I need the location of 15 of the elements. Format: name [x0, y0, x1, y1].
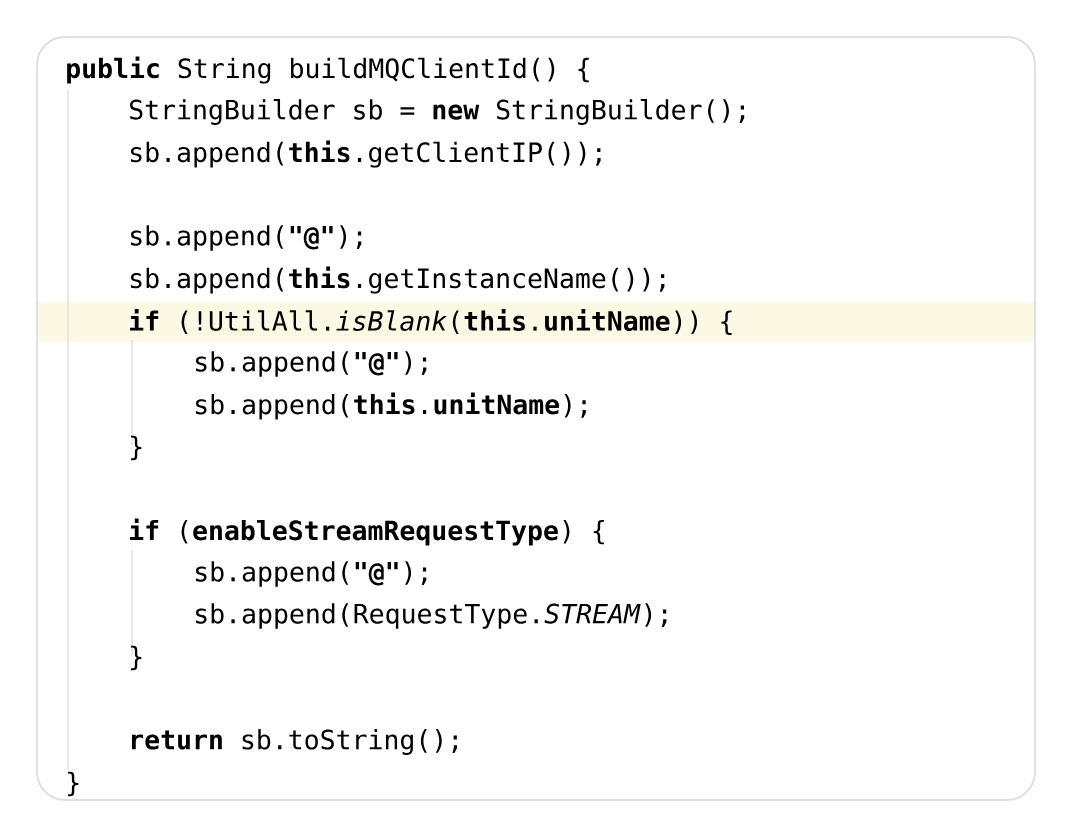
code-line: StringBuilder sb = new StringBuilder();: [130, 99, 745, 125]
code-line: public String buildMQClientId() {: [67, 56, 589, 84]
code-line: sb.append(this.getClientIP());: [130, 140, 601, 168]
code-line: sb.append(this.unitName);: [195, 392, 586, 420]
code-line: sb.append("@");: [130, 225, 362, 251]
code-line: sb.append("@");: [195, 561, 427, 587]
code-line: sb.append(this.getInstanceName());: [130, 266, 665, 294]
code-line: }: [68, 771, 79, 797]
code-line: if (!UtilAll.isBlank(this.unitName)) {: [130, 309, 732, 335]
code-line: return sb.toString();: [131, 729, 458, 755]
code-line: sb.append(RequestType.STREAM);: [195, 603, 667, 629]
code-line: if (enableStreamRequestType) {: [130, 518, 604, 546]
code-line: sb.append("@");: [195, 351, 427, 377]
code-line: }: [131, 435, 142, 461]
code-line: }: [131, 645, 142, 671]
